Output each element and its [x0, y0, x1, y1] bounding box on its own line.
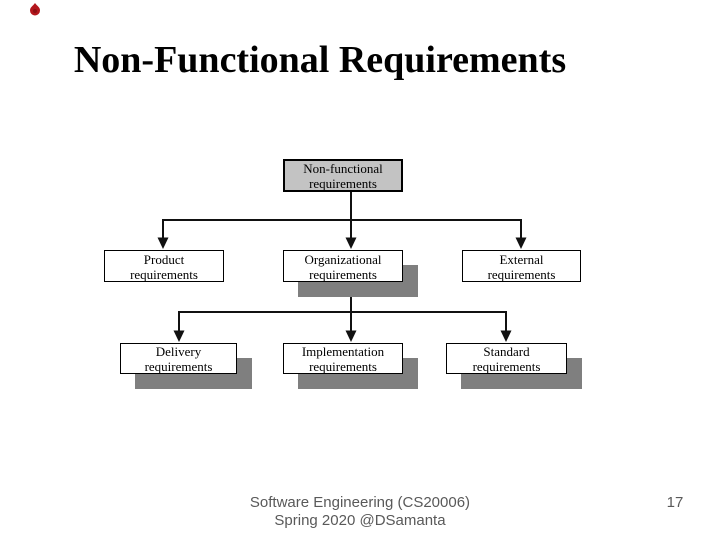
arrowhead-implementation: [345, 330, 357, 342]
diagram-node-standard: Standard requirements: [446, 343, 567, 374]
arrowhead-standard: [500, 330, 512, 342]
diagram-node-external: External requirements: [462, 250, 581, 282]
footer-course-line: Software Engineering (CS20006): [249, 494, 471, 511]
arrowhead-product: [157, 237, 169, 249]
diagram-node-root: Non-functional requirements: [283, 159, 403, 192]
arrowhead-organizational: [345, 237, 357, 249]
arrowhead-external: [515, 237, 527, 249]
edge-level1-rail: [162, 219, 522, 239]
institute-logo-icon: [30, 3, 40, 16]
page-number: 17: [666, 494, 684, 511]
edge-level2-rail: [178, 311, 507, 332]
footer-term-line: Spring 2020 @DSamanta: [274, 512, 446, 529]
diagram-node-organizational: Organizational requirements: [283, 250, 403, 282]
slide-footer: Software Engineering (CS20006) Spring 20…: [160, 494, 560, 530]
slide-title: Non-Functional Requirements: [73, 39, 567, 81]
diagram-node-implementation: Implementation requirements: [283, 343, 403, 374]
diagram-node-delivery: Delivery requirements: [120, 343, 237, 374]
arrowhead-delivery: [173, 330, 185, 342]
diagram-node-product: Product requirements: [104, 250, 224, 282]
